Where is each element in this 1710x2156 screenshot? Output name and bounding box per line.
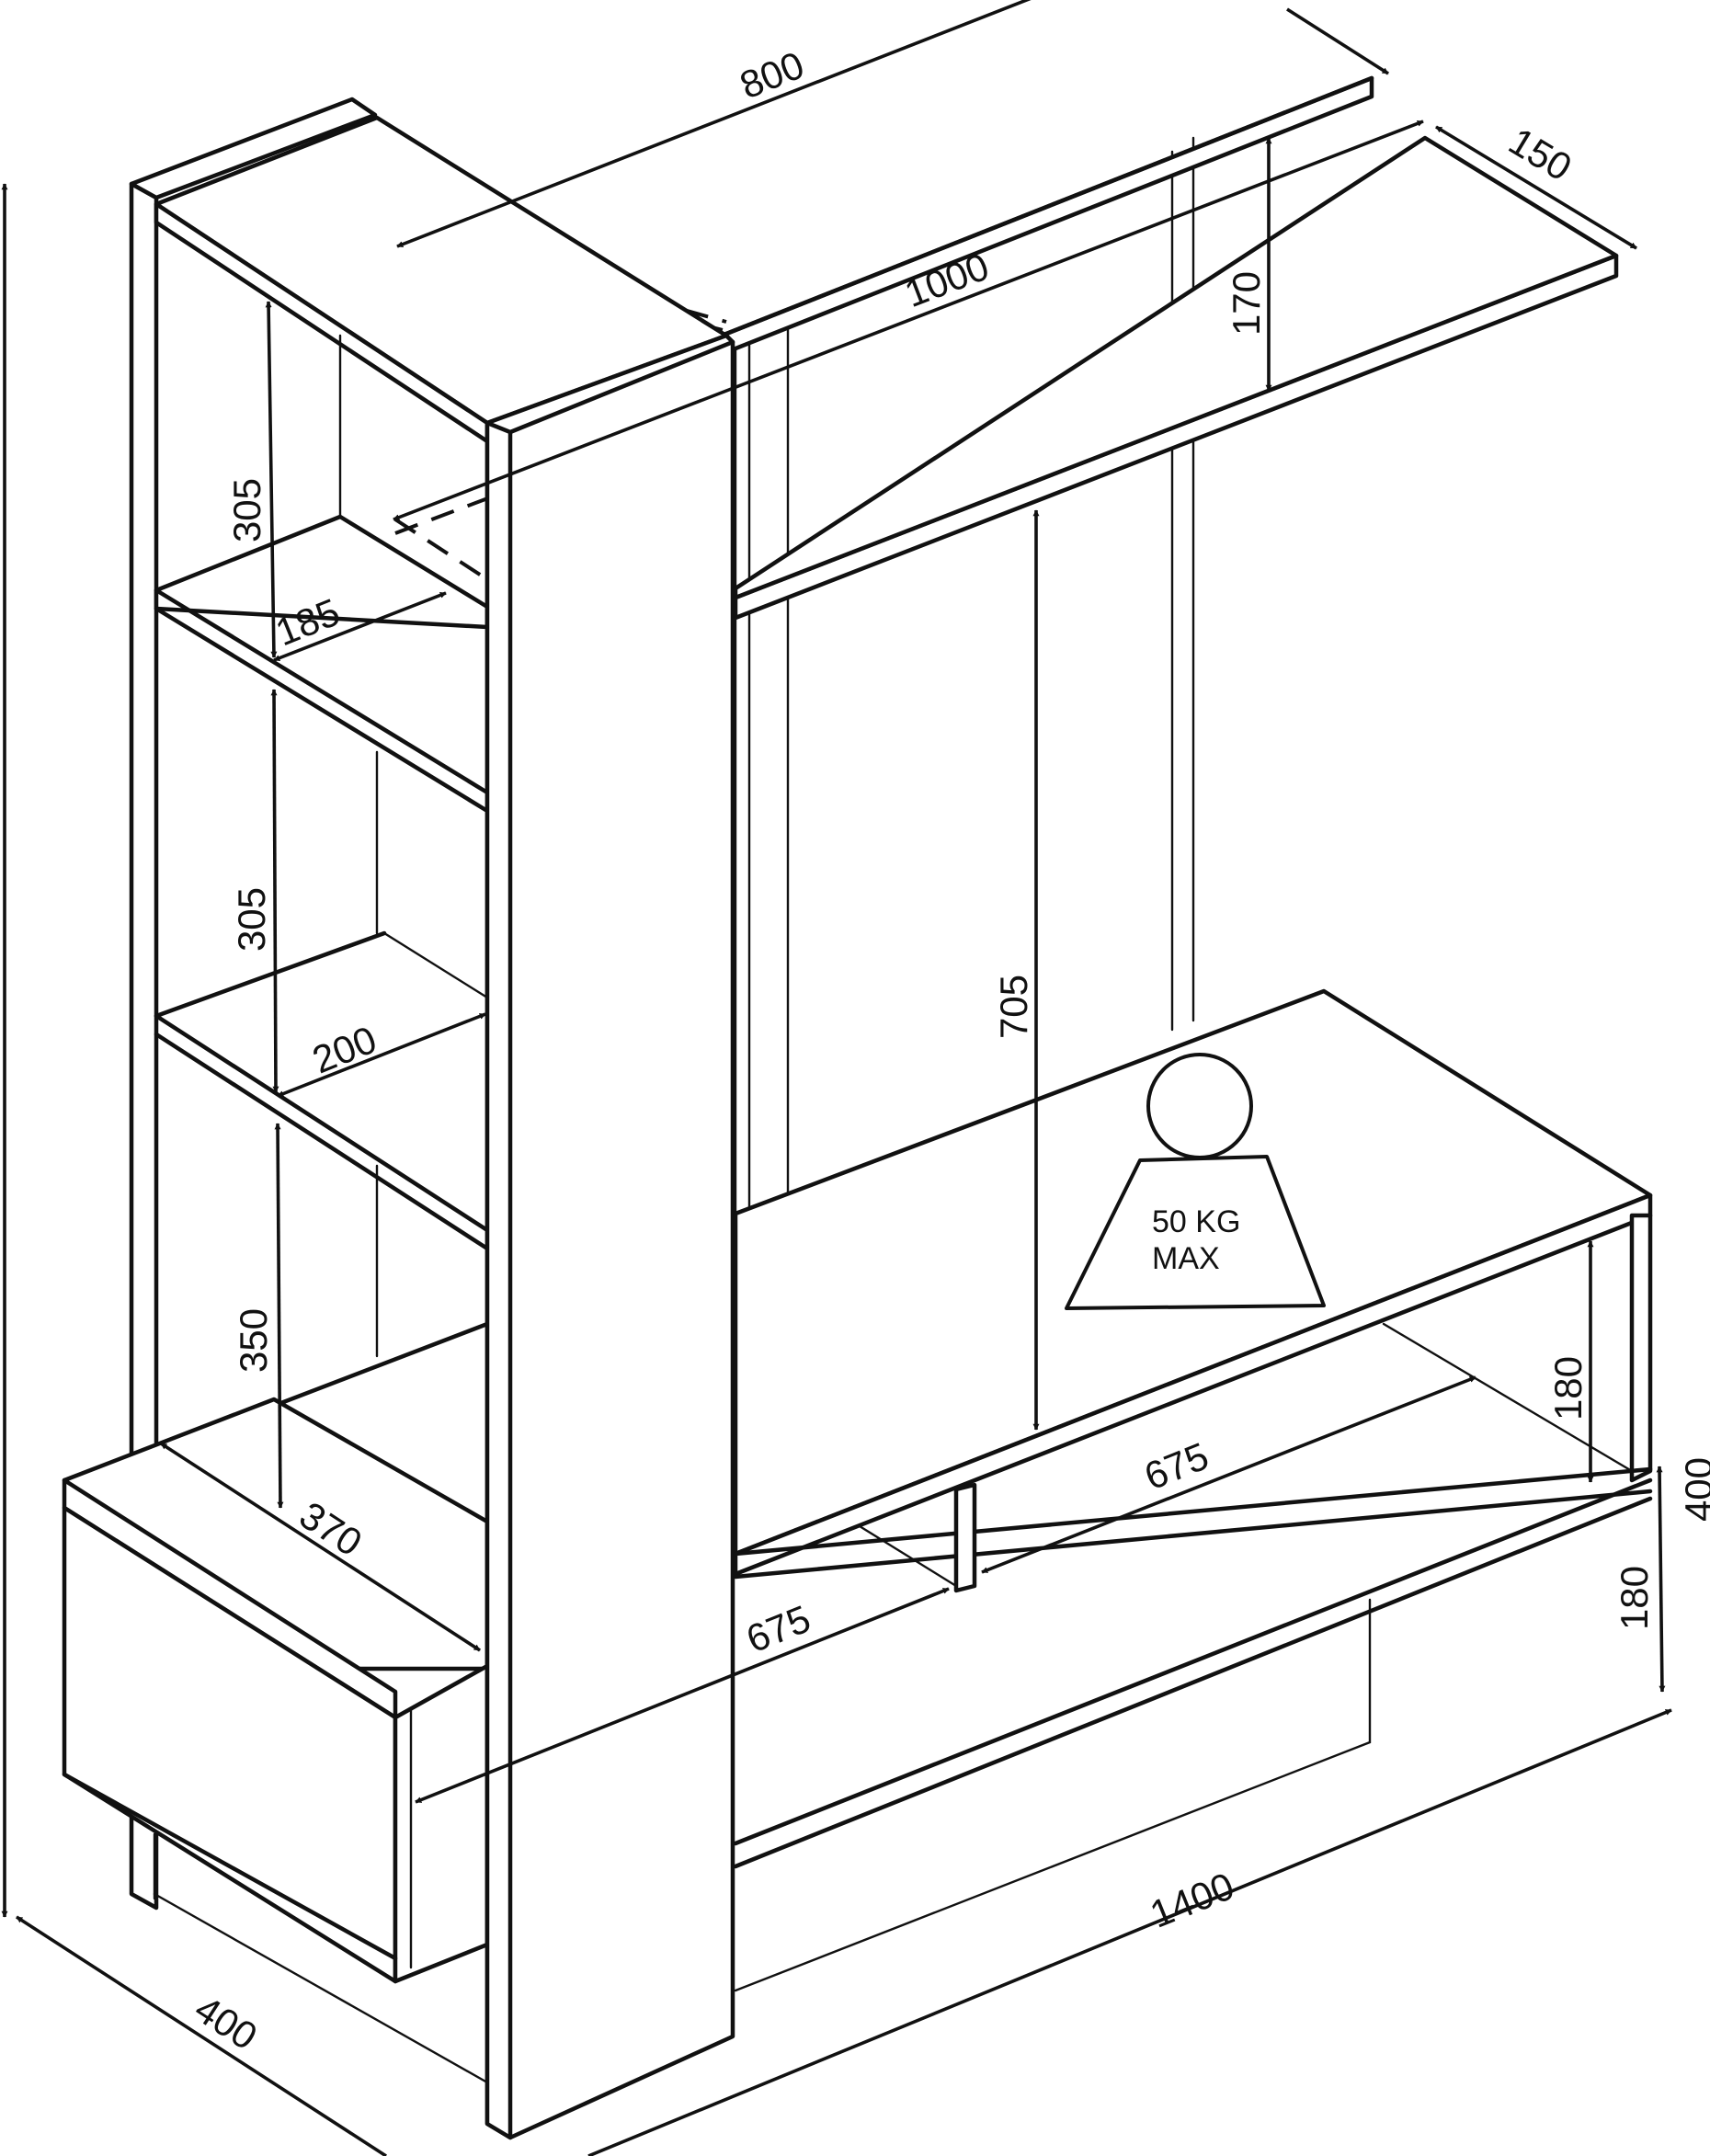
central-divider-panel — [484, 333, 735, 2140]
load-weight-icon — [1065, 1053, 1326, 1310]
label-800: 800 — [734, 43, 810, 108]
label-305-upper: 305 — [225, 478, 268, 542]
dim-line-305-middle — [270, 689, 279, 1093]
dim-line-185 — [273, 591, 447, 662]
dim-line-200 — [277, 1012, 486, 1098]
load-label-line1: 50 KG — [1152, 1204, 1240, 1239]
label-400-depth: 400 — [188, 1987, 265, 2059]
left-drawer-cabinet — [62, 1397, 490, 2084]
dim-line-305-upper — [265, 301, 278, 658]
label-1400: 1400 — [1144, 1864, 1239, 1936]
dimension-lines — [1, 0, 1672, 2156]
label-305-middle: 305 — [230, 887, 273, 952]
dim-line-675-lower — [415, 1587, 950, 1804]
label-705: 705 — [992, 975, 1035, 1039]
label-350: 350 — [232, 1308, 275, 1373]
label-170: 170 — [1225, 271, 1268, 336]
dim-line-400-depth — [16, 1915, 387, 2156]
label-200: 200 — [306, 1018, 382, 1082]
dim-line-800 — [396, 0, 1032, 248]
dim-line-top-depth — [1286, 7, 1389, 75]
label-150: 150 — [1501, 119, 1579, 188]
label-180-drawer: 180 — [1613, 1566, 1656, 1630]
dim-line-150 — [1435, 125, 1637, 250]
label-400-height: 400 — [1677, 1457, 1710, 1522]
dim-line-1400 — [587, 1708, 1672, 2156]
dim-line-1000 — [393, 120, 1424, 521]
load-label-line2: MAX — [1152, 1241, 1220, 1276]
label-675-lower: 675 — [740, 1597, 816, 1661]
dim-line-180-drawer — [1656, 1466, 1666, 1693]
dim-line-675-upper — [981, 1375, 1476, 1574]
label-675-upper: 675 — [1138, 1434, 1214, 1499]
label-180-open: 180 — [1546, 1356, 1590, 1420]
